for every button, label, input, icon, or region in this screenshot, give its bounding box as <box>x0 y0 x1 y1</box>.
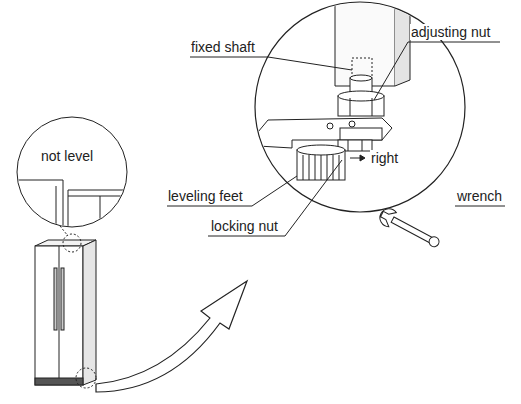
leader-line <box>60 226 68 236</box>
uneven-top <box>14 180 132 232</box>
part-label: adjusting nut <box>410 24 491 40</box>
part-label: locking nut <box>210 218 279 234</box>
part-label: leveling feet <box>167 188 244 204</box>
callout-circle <box>17 117 127 227</box>
part-label: fixed shaft <box>190 39 256 55</box>
fridge <box>35 234 96 388</box>
leader-lines <box>167 42 505 236</box>
part-label: wrench <box>456 188 503 204</box>
part-label: right <box>370 150 399 166</box>
part-label: not level <box>40 148 94 164</box>
wrench-icon <box>377 206 443 252</box>
zoom-arrow <box>96 281 247 392</box>
leveling-detail <box>258 0 410 180</box>
